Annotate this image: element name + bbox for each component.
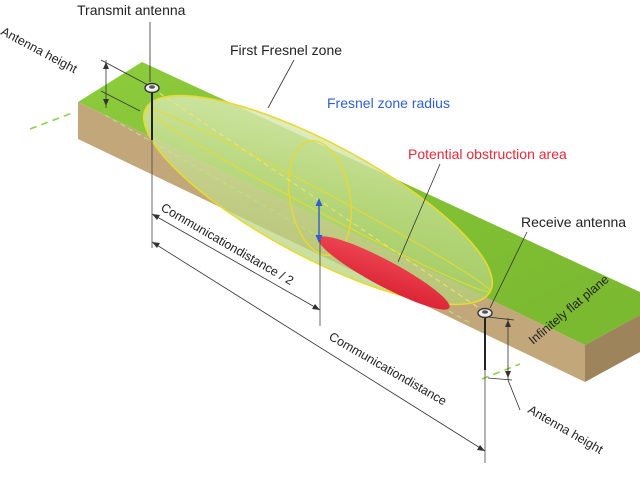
fresnel-cross-section — [288, 139, 352, 257]
half-distance-dimension — [151, 213, 321, 326]
fresnel-zone-radius-label: Fresnel zone radius — [327, 95, 450, 111]
left-antenna-height-dimension — [100, 59, 149, 112]
right-antenna-height-dimension — [487, 316, 521, 411]
ground-side — [585, 315, 640, 382]
receive-antenna-icon — [477, 307, 493, 319]
transmit-antenna-icon — [144, 82, 160, 94]
fresnel-zone-label-leader — [267, 59, 295, 109]
transmit-antenna-label: Transmit antenna — [77, 2, 186, 18]
antenna-height-left-label: Antenna height — [0, 24, 80, 76]
receive-antenna-label: Receive antenna — [521, 214, 626, 230]
full-distance-label: Communicationdistance — [327, 329, 450, 408]
receive-label-leader — [489, 231, 528, 309]
potential-obstruction-area-label: Potential obstruction area — [408, 146, 567, 162]
first-fresnel-zone-label: First Fresnel zone — [230, 42, 342, 58]
antenna-height-right-label: Antenna height — [526, 402, 606, 456]
axis-dash-right — [481, 363, 521, 380]
fresnel-radius-arrow — [315, 198, 323, 243]
obstruction-label-leader — [397, 163, 441, 263]
axis-dash-left — [29, 111, 76, 130]
obstruction-area — [318, 236, 450, 310]
first-fresnel-zone-ellipsoid — [142, 87, 494, 313]
full-distance-dimension — [151, 241, 486, 452]
